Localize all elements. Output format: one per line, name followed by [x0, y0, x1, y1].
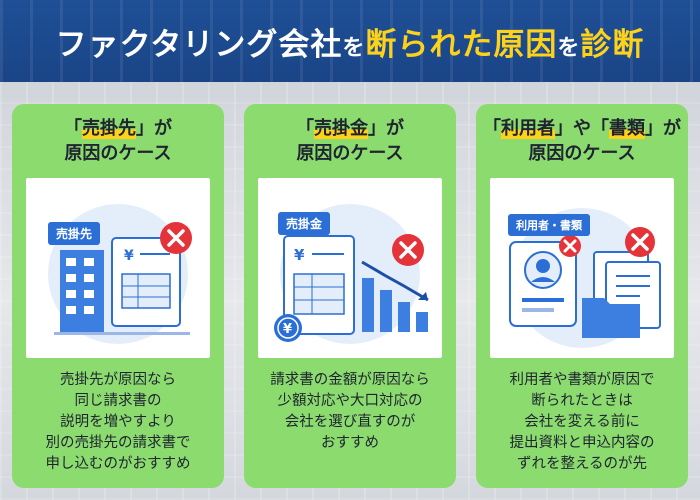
title-bracket-close: 」が — [368, 118, 404, 139]
yen-icon: ¥ — [294, 246, 305, 264]
reject-x-icon — [160, 222, 192, 254]
panel-receivable-amount: 「売掛金」が 原因のケース ¥ — [244, 104, 456, 488]
desc-line: 説明を増やすより — [60, 414, 176, 430]
reject-x-icon — [625, 227, 655, 257]
title-bracket-open: 「 — [483, 118, 501, 139]
desc-line: おすすめ — [321, 435, 379, 451]
title-keyword: 売掛先 — [82, 118, 136, 139]
panel-user-documents: 「利用者」や「書類」が 原因のケース — [476, 104, 688, 488]
title-keyword: 利用者 — [501, 118, 555, 139]
title-line-2: 原因のケース — [528, 143, 636, 164]
user-documents-illustration — [509, 208, 661, 348]
panel-title: 「売掛金」が 原因のケース — [244, 116, 456, 166]
desc-line: 申し込むのがおすすめ — [45, 456, 191, 472]
desc-line: 利用者や書類が原因で — [509, 372, 655, 388]
invoice-chart-illustration: ¥ ¥ — [274, 204, 429, 344]
title-bracket-close: 」が — [136, 118, 172, 139]
page-title: ファクタリング会社を断られた原因を診断 — [56, 19, 645, 64]
category-badge: 利用者・書類 — [508, 214, 590, 236]
title-part-2: を — [342, 35, 366, 61]
illustration-card: ¥ 売掛先 — [26, 178, 210, 358]
panel-description: 利用者や書類が原因で 断られたときは 会社を変える前に 提出資料と申込内容の ず… — [480, 370, 684, 475]
desc-line: 売掛先が原因なら — [60, 372, 176, 388]
reject-x-icon-small — [559, 235, 581, 257]
title-part-4: を — [557, 35, 581, 61]
illustration-card: ¥ ¥ — [258, 178, 442, 358]
yen-icon: ¥ — [124, 248, 134, 264]
invoice-document-icon: ¥ — [111, 237, 181, 327]
desc-line: 会社を選び直すのが — [284, 414, 416, 430]
title-part-3: 断られた原因 — [365, 26, 558, 63]
building-invoice-illustration: ¥ — [48, 204, 192, 344]
title-line-2: 原因のケース — [64, 143, 172, 164]
title-bracket-close: 」が — [645, 118, 681, 139]
illustration-card: 利用者・書類 — [490, 178, 674, 358]
panel-title: 「売掛先」が 原因のケース — [12, 116, 224, 166]
title-bracket-open: 「 — [296, 118, 314, 139]
panel-title: 「利用者」や「書類」が 原因のケース — [476, 116, 688, 166]
declining-bar-chart-icon — [361, 260, 429, 332]
invoice-document-icon: ¥ — [283, 235, 355, 335]
category-badge: 売掛先 — [48, 222, 101, 245]
panel-receivable-party: 「売掛先」が 原因のケース ¥ — [12, 104, 224, 488]
title-part-1: ファクタリング会社 — [55, 26, 343, 63]
panel-description: 請求書の金額が原因なら 少額対応や大口対応の 会社を選び直すのが おすすめ — [248, 370, 452, 454]
reject-x-icon — [392, 234, 424, 266]
desc-line: 提出資料と申込内容の — [509, 435, 655, 451]
title-bracket-mid: 」や「 — [555, 118, 609, 139]
svg-text:¥: ¥ — [283, 322, 292, 337]
category-badge: 売掛金 — [278, 212, 331, 235]
title-part-5: 診断 — [580, 26, 645, 63]
desc-line: ずれを整えるのが先 — [516, 456, 648, 472]
desc-line: 請求書の金額が原因なら — [270, 372, 430, 388]
desc-line: 断られたときは — [531, 393, 633, 409]
page-header: ファクタリング会社を断られた原因を診断 — [0, 0, 700, 82]
desc-line: 会社を変える前に — [524, 414, 640, 430]
title-keyword-2: 書類 — [609, 118, 645, 139]
title-line-2: 原因のケース — [296, 143, 404, 164]
building-icon — [54, 250, 190, 335]
yen-coin-icon: ¥ — [274, 314, 302, 342]
title-keyword: 売掛金 — [314, 118, 368, 139]
desc-line: 別の売掛先の請求書で — [45, 435, 191, 451]
user-profile-card-icon — [509, 241, 577, 327]
title-bracket-open: 「 — [64, 118, 82, 139]
desc-line: 少額対応や大口対応の — [277, 393, 423, 409]
desc-line: 同じ請求書の — [74, 393, 162, 409]
panel-description: 売掛先が原因なら 同じ請求書の 説明を増やすより 別の売掛先の請求書で 申し込む… — [16, 370, 220, 475]
folder-icon — [582, 298, 640, 338]
